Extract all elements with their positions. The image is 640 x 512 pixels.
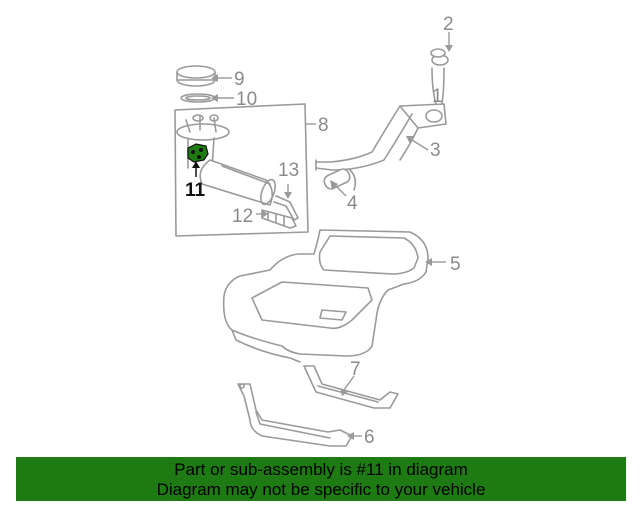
pump-module-assembly: [176, 114, 276, 206]
part-4-hose[interactable]: [322, 167, 357, 191]
callout-8[interactable]: 8: [318, 115, 329, 136]
callout-7[interactable]: 7: [350, 359, 361, 380]
part-12-strainer[interactable]: [261, 209, 297, 229]
arrow-13: [284, 192, 292, 199]
part-2-fuel-cap[interactable]: [430, 48, 449, 66]
part-9-lock-ring[interactable]: [176, 65, 216, 87]
part-1-filler-neck[interactable]: [399, 67, 447, 129]
arrow-12: [262, 210, 268, 218]
part-11-highlighted[interactable]: [187, 143, 209, 163]
parts-diagram: 2 1 3 4 9 10 8: [174, 14, 461, 448]
footer-line-2: Diagram may not be specific to your vehi…: [156, 480, 486, 499]
leader-3: [411, 139, 429, 151]
callout-13[interactable]: 13: [278, 160, 299, 181]
part-7-tank-strap[interactable]: [303, 365, 399, 409]
arrow-7: [340, 388, 348, 396]
callout-10[interactable]: 10: [236, 89, 257, 110]
part-3-filler-tube[interactable]: [315, 105, 419, 171]
part-13-bracket[interactable]: [273, 195, 299, 221]
arrow-3: [406, 136, 414, 144]
arrow-9: [211, 74, 218, 82]
callout-1[interactable]: 1: [432, 86, 443, 107]
callout-9[interactable]: 9: [234, 69, 245, 90]
part-8-pump-module-box[interactable]: [174, 103, 309, 237]
callout-11[interactable]: 11: [185, 180, 206, 201]
footer-line-1: Part or sub-assembly is #11 in diagram: [174, 460, 468, 479]
footer-banner: Part or sub-assembly is #11 in diagram D…: [16, 457, 626, 501]
arrow-10: [211, 94, 218, 102]
arrow-6: [347, 432, 354, 440]
part-10-seal[interactable]: [180, 93, 216, 103]
leader-7: [343, 375, 355, 391]
callout-4[interactable]: 4: [347, 193, 358, 214]
callout-5[interactable]: 5: [450, 254, 461, 275]
callout-2[interactable]: 2: [443, 14, 454, 35]
arrow-5: [425, 258, 432, 266]
callout-3[interactable]: 3: [430, 140, 441, 161]
arrow-4: [330, 180, 338, 190]
part-6-tank-strap[interactable]: [237, 383, 353, 447]
arrow-11: [192, 161, 200, 168]
callout-6[interactable]: 6: [364, 427, 375, 448]
part-5-fuel-tank[interactable]: [222, 229, 429, 363]
arrow-2: [445, 45, 453, 52]
callout-12[interactable]: 12: [232, 206, 253, 227]
